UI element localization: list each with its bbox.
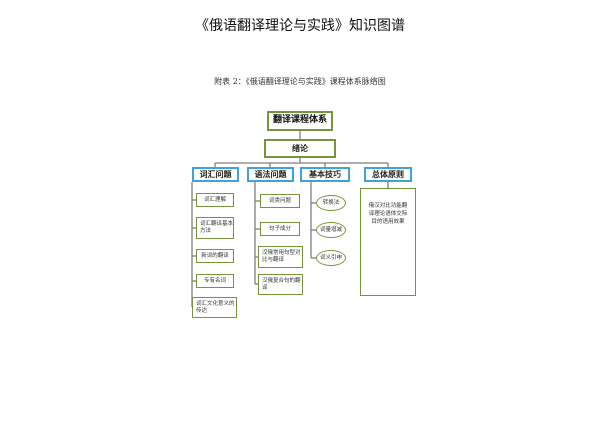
category-principles: 总体原则 bbox=[364, 167, 412, 182]
figure-caption: 附表 2：《俄语翻译理论与实践》课程体系脉络图 bbox=[214, 77, 386, 86]
grammar-item: 汉俄常用句型对比与翻译 bbox=[258, 246, 303, 268]
technique-item: 词义引申 bbox=[316, 250, 346, 266]
grammar-item: 词类问题 bbox=[260, 194, 300, 208]
principles-item: 俄汉对比功能翻译理论语体交际目的语用效果 bbox=[360, 188, 416, 296]
category-techniques: 基本技巧 bbox=[300, 167, 350, 182]
category-grammar: 语法问题 bbox=[247, 167, 294, 182]
technique-item: 词量增减 bbox=[316, 222, 346, 238]
intro-node: 绪论 bbox=[264, 139, 336, 158]
category-vocabulary: 词汇问题 bbox=[192, 167, 239, 182]
vocab-item: 词汇翻译基本方法 bbox=[196, 217, 234, 239]
vocab-item: 新词的翻译 bbox=[196, 249, 234, 263]
grammar-item: 句子成分 bbox=[260, 222, 300, 236]
page-title: 《俄语翻译理论与实践》知识图谱 bbox=[195, 18, 405, 34]
root-node: 翻译课程体系 bbox=[267, 111, 333, 131]
technique-item: 转换法 bbox=[316, 195, 346, 211]
vocab-item: 词汇理解 bbox=[196, 193, 234, 207]
grammar-item: 汉俄复合句的翻译 bbox=[258, 274, 303, 295]
vocab-item: 专有名词 bbox=[196, 274, 234, 288]
vocab-item: 词汇文化意义的传达 bbox=[192, 297, 237, 318]
